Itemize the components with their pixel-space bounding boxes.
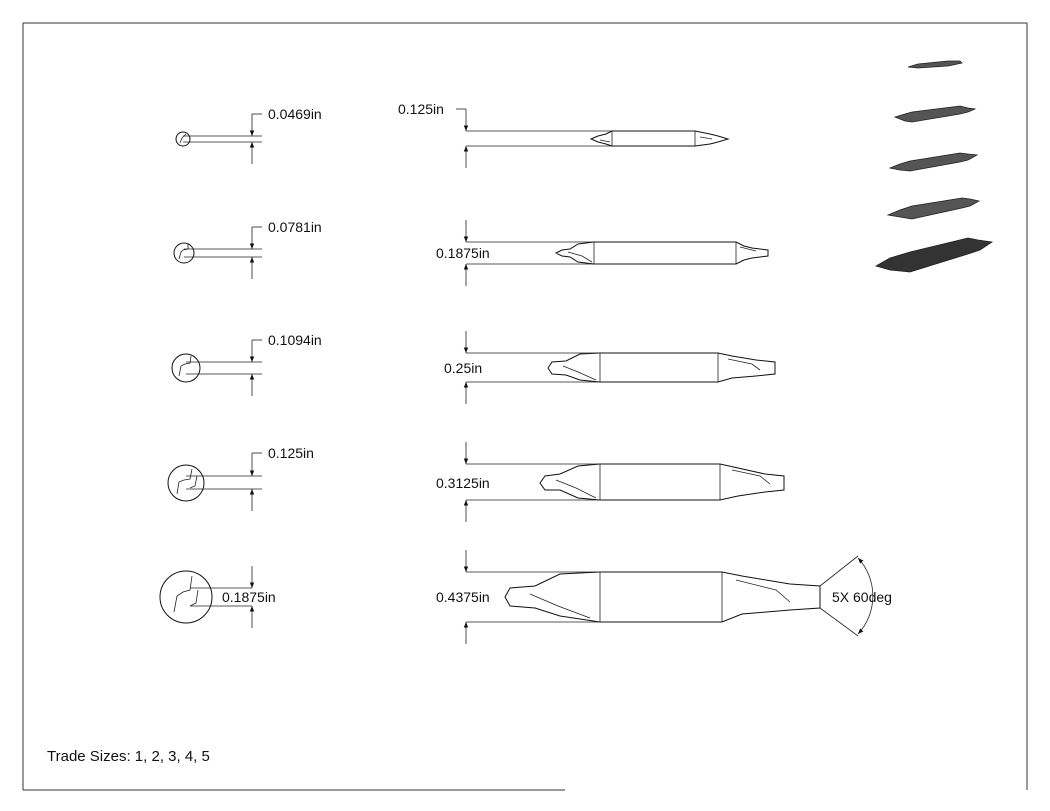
end-dim-label-3: 0.1094in xyxy=(268,332,322,348)
iso-view-group xyxy=(874,60,994,273)
angle-note: 5X 60deg xyxy=(832,589,892,605)
side-dim-label-4: 0.3125in xyxy=(436,475,490,491)
side-view-2: 0.1875in xyxy=(436,220,769,286)
end-view-4: 0.125in xyxy=(167,445,314,511)
iso-view-3 xyxy=(888,152,979,172)
sheet-border xyxy=(22,22,1028,791)
end-view-5: 0.1875in xyxy=(159,566,276,628)
trade-sizes-note: Trade Sizes: 1, 2, 3, 4, 5 xyxy=(47,748,210,765)
side-dim-label-2: 0.1875in xyxy=(436,245,490,261)
end-dim-label-1: 0.0469in xyxy=(268,106,322,122)
iso-view-2 xyxy=(893,105,977,123)
side-dim-label-5: 0.4375in xyxy=(436,589,490,605)
end-dim-label-2: 0.0781in xyxy=(268,219,322,235)
iso-view-1 xyxy=(907,60,963,69)
end-view-3: 0.1094in xyxy=(171,332,322,396)
side-dim-label-1: 0.125in xyxy=(398,101,444,117)
iso-view-4 xyxy=(886,197,981,220)
end-view-2: 0.0781in xyxy=(173,219,322,279)
end-dim-label-4: 0.125in xyxy=(268,445,314,461)
end-view-1: 0.0469in xyxy=(175,106,322,164)
end-dim-label-5: 0.1875in xyxy=(222,589,276,605)
side-view-5: 0.4375in 5X 60deg xyxy=(436,550,892,644)
side-view-1: 0.125in xyxy=(398,101,730,168)
iso-view-5 xyxy=(874,237,994,273)
side-view-4: 0.3125in xyxy=(436,442,785,522)
side-view-3: 0.25in xyxy=(444,331,776,404)
side-dim-label-3: 0.25in xyxy=(444,360,482,376)
